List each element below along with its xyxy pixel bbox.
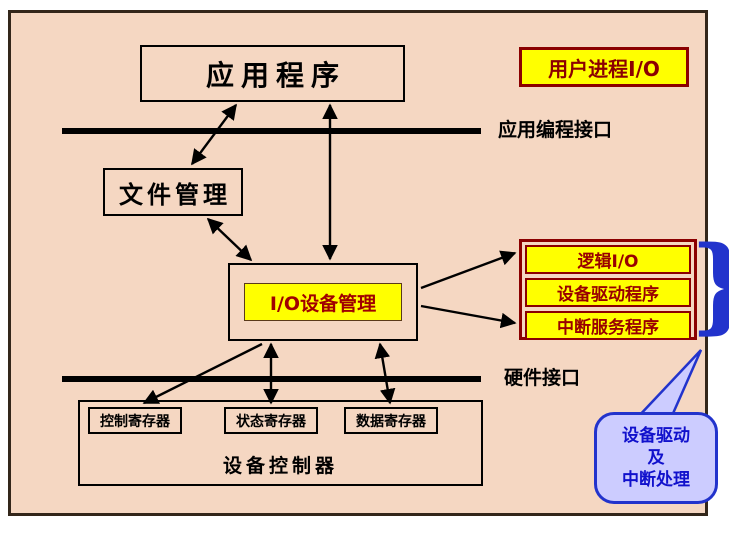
io-management-label: I/O设备管理: [269, 292, 377, 315]
user-process-io-label: 用户进程I/O: [548, 56, 660, 81]
hardware-interface-label: 硬件接口: [504, 367, 581, 389]
api-interface-label: 应用编程接口: [498, 119, 613, 141]
logical-io-label: 逻辑I/O: [577, 252, 639, 272]
user-process-io-box: 用户进程I/O: [519, 47, 689, 87]
device-controller-box: [78, 400, 483, 486]
data-register-box: 数据寄存器: [344, 407, 438, 434]
device-controller-label: 设备控制器: [222, 455, 338, 477]
io-management-outer-box: [228, 263, 418, 341]
driver-interrupt-callout: 设备驱动 及 中断处理: [594, 412, 718, 504]
logical-io-box: 逻辑I/O: [525, 245, 691, 274]
callout-line-2: 及: [647, 447, 665, 468]
callout-line-3: 中断处理: [622, 470, 690, 491]
data-register-label: 数据寄存器: [356, 413, 426, 430]
status-register-label: 状态寄存器: [236, 413, 306, 430]
control-register-box: 控制寄存器: [88, 407, 182, 434]
callout-line-1: 设备驱动: [622, 425, 690, 446]
io-management-box: I/O设备管理: [244, 283, 402, 321]
application-program-box: 应用程序: [140, 45, 405, 102]
interrupt-service-box: 中断服务程序: [525, 311, 691, 340]
interrupt-service-label: 中断服务程序: [557, 318, 659, 338]
status-register-box: 状态寄存器: [224, 407, 318, 434]
control-register-label: 控制寄存器: [100, 413, 170, 430]
grouping-brace: }: [690, 233, 729, 337]
file-management-label: 文件管理: [119, 180, 231, 209]
device-driver-label: 设备驱动程序: [557, 285, 659, 305]
io-software-stack: 逻辑I/O 设备驱动程序 中断服务程序: [519, 239, 697, 340]
file-management-box: 文件管理: [103, 168, 243, 216]
device-driver-box: 设备驱动程序: [525, 278, 691, 307]
application-program-label: 应用程序: [205, 58, 346, 92]
